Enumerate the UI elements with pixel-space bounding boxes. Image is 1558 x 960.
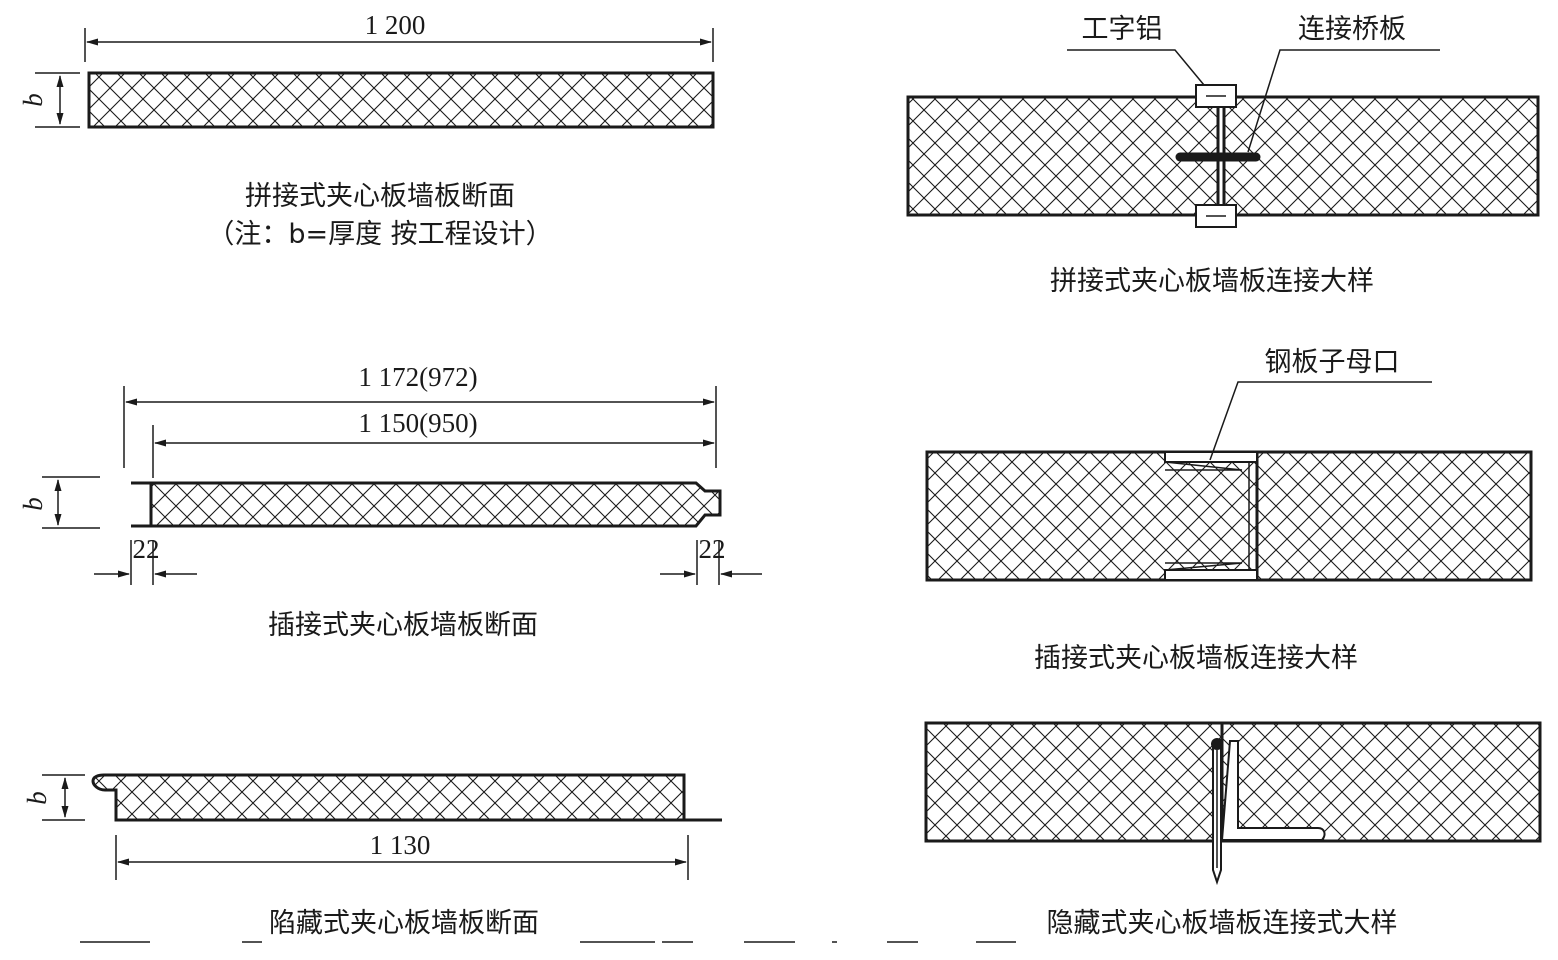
thickness-label: b <box>18 93 48 107</box>
bridge-leader <box>1247 49 1440 153</box>
i-beam-label: 工字铝 <box>1082 14 1163 45</box>
insert-detail-caption: 插接式夹心板墙板连接大样 <box>1034 643 1358 674</box>
splice-panel-left <box>906 95 1220 217</box>
width-dimension: 1 200 <box>365 10 426 40</box>
hidden-section-caption: 陷藏式夹心板墙板断面 <box>269 908 539 939</box>
insert-detail: 钢板子母口 插接式夹心板墙板连接大样 <box>925 347 1533 674</box>
width-dimension: 1 130 <box>370 830 431 860</box>
outer-dimension: 1 172(972) <box>358 362 477 392</box>
insert-panel-right <box>1255 450 1533 582</box>
right-offset-dimension: 22 <box>699 534 726 564</box>
splice-section: 1 200 b 拼接式夹心板墙板断面 （注：b=厚度 按工程设计） <box>18 10 715 250</box>
bridge-label: 连接桥板 <box>1298 14 1406 45</box>
splice-detail-caption: 拼接式夹心板墙板连接大样 <box>1050 266 1374 297</box>
splice-panel-right <box>1222 95 1540 217</box>
steel-socket-bottom <box>1164 569 1258 581</box>
thickness-label: b <box>22 791 52 805</box>
socket-label: 钢板子母口 <box>1265 347 1400 378</box>
hidden-detail: 隐藏式夹心板墙板连接式大样 <box>924 721 1542 939</box>
left-offset-dimension: 22 <box>133 534 160 564</box>
insert-section: 1 172(972) 1 150(950) b 22 22 插接式夹心板墙板断面 <box>18 362 762 641</box>
hidden-steel-profile <box>1220 740 1326 841</box>
hidden-panel-right <box>1220 721 1542 843</box>
splice-section-note: （注：b=厚度 按工程设计） <box>207 219 552 250</box>
hidden-detail-caption: 隐藏式夹心板墙板连接式大样 <box>1047 908 1398 939</box>
insert-section-caption: 插接式夹心板墙板断面 <box>268 610 538 641</box>
socket-leader <box>1209 381 1432 461</box>
inner-dimension: 1 150(950) <box>358 408 477 438</box>
splice-panel <box>87 71 715 129</box>
splice-section-caption: 拼接式夹心板墙板断面 <box>245 181 515 212</box>
insert-panel-left <box>925 450 1259 582</box>
hidden-panel <box>91 773 686 822</box>
insert-panel <box>149 481 722 528</box>
i-beam-leader <box>1067 49 1205 86</box>
thickness-label: b <box>18 497 48 511</box>
hidden-section: b 1 130 陷藏式夹心板墙板断面 <box>22 773 722 939</box>
hidden-panel-left <box>924 721 1224 843</box>
fastener-head <box>1211 738 1223 750</box>
splice-detail: 工字铝 连接桥板 拼接式夹心板墙板连接大样 <box>906 14 1540 297</box>
